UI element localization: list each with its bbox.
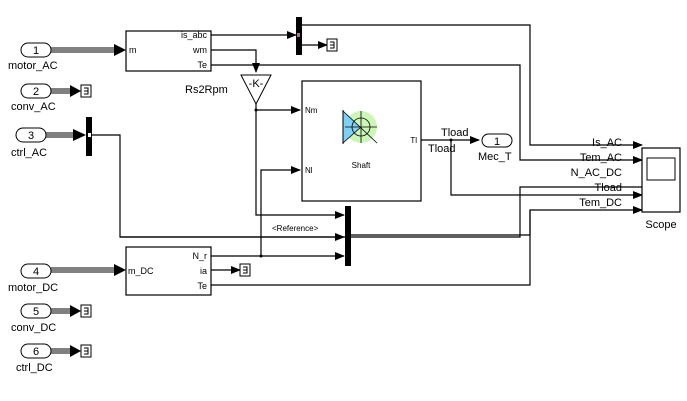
port-label: ia xyxy=(200,266,207,276)
scope-signal-label: Tem_DC xyxy=(579,197,622,209)
outport-label: Mec_T xyxy=(478,151,512,163)
signal-label: Tload xyxy=(441,127,469,139)
gain-name: Rs2Rpm xyxy=(185,84,228,96)
signal-label: Tload xyxy=(428,143,456,155)
outport-mec-t[interactable]: 1 Mec_T xyxy=(478,133,513,163)
inport-number: 5 xyxy=(33,306,39,318)
inport-motor-dc[interactable]: 4 motor_DC xyxy=(8,263,58,294)
inport-label: motor_AC xyxy=(8,60,58,72)
terminator-icon xyxy=(239,263,251,277)
terminator-icon xyxy=(80,84,92,98)
mux-block[interactable] xyxy=(345,206,351,266)
wire-tem-dc xyxy=(211,210,531,286)
port-label: is_abc xyxy=(181,30,208,40)
wire-n-ac-dc xyxy=(351,206,643,236)
terminator-icon xyxy=(326,38,338,52)
wire-wm xyxy=(211,49,260,73)
port-label: m_DC xyxy=(128,266,154,276)
port-label: wm xyxy=(192,45,207,55)
scope-label: Scope xyxy=(645,219,676,231)
port-label: Nm xyxy=(305,106,318,115)
inport-ctrl-ac[interactable]: 3 ctrl_AC xyxy=(11,127,47,159)
port-label: Te xyxy=(197,281,207,291)
port-label: Nl xyxy=(305,166,313,175)
inport-ctrl-dc[interactable]: 6 ctrl_DC xyxy=(16,343,53,374)
inport-number: 1 xyxy=(33,45,39,57)
block-name: Shaft xyxy=(352,161,371,170)
inport-number: 4 xyxy=(33,266,39,278)
scope-signal-label: N_AC_DC xyxy=(571,167,622,179)
inport-label: ctrl_DC xyxy=(16,362,53,374)
outport-number: 1 xyxy=(494,136,500,148)
inport-number: 3 xyxy=(28,130,34,142)
scope-signal-label: Is_AC xyxy=(592,137,622,149)
dc-motor-block[interactable]: m_DC N_r ia Te xyxy=(125,246,212,296)
signal-label-reference: <Reference> xyxy=(272,224,319,233)
inport-label: conv_AC xyxy=(11,101,56,113)
scope-block[interactable]: Scope xyxy=(641,147,681,231)
inport-motor-ac[interactable]: 1 motor_AC xyxy=(8,42,58,72)
port-label: m xyxy=(129,45,137,55)
terminator-icon xyxy=(80,344,92,358)
inport-label: motor_DC xyxy=(8,282,58,294)
gain-value: -K- xyxy=(249,78,264,90)
ac-motor-block[interactable]: m is_abc wm Te xyxy=(125,30,212,72)
shaft-icon xyxy=(342,110,378,144)
inport-label: conv_DC xyxy=(11,322,56,334)
inport-conv-dc[interactable]: 5 conv_DC xyxy=(11,303,56,334)
shaft-block[interactable]: Nm Nl Tl Shaft xyxy=(301,80,422,202)
wire-tem-ac xyxy=(211,64,643,164)
port-label: Tl xyxy=(410,136,417,145)
port-label: Te xyxy=(197,60,207,70)
inport-number: 6 xyxy=(33,346,39,358)
scope-signal-label: Tem_AC xyxy=(580,152,622,164)
inport-conv-ac[interactable]: 2 conv_AC xyxy=(11,83,56,113)
gain-block[interactable]: -K- xyxy=(240,74,272,106)
scope-signal-label: Tload xyxy=(594,182,622,194)
bus-wire xyxy=(51,47,116,53)
port-label: N_r xyxy=(192,251,207,261)
terminator-icon xyxy=(80,304,92,318)
inport-number: 2 xyxy=(33,86,39,98)
inport-label: ctrl_AC xyxy=(11,147,47,159)
wire-is-ac xyxy=(302,24,643,149)
arrow-head xyxy=(114,44,126,56)
